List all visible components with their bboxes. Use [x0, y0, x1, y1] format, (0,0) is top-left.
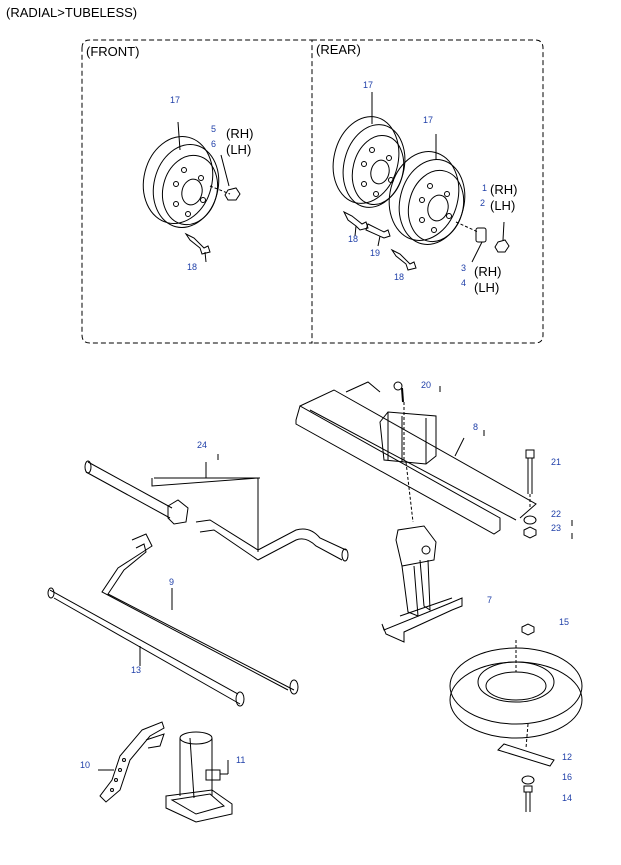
rear-inner-nut	[455, 221, 487, 263]
rear-box-frame	[312, 39, 544, 344]
callout-rear-3: 3	[461, 263, 467, 273]
tire-carrier-bracket	[295, 381, 537, 535]
spare-tire	[449, 640, 583, 739]
tire-hoist	[381, 525, 463, 643]
callout-rear-18a: 18	[348, 234, 359, 244]
callout-rear-4: 4	[461, 278, 467, 288]
callout-front-18: 18	[187, 262, 198, 272]
extension-bar	[47, 587, 245, 707]
front-valve	[184, 232, 211, 263]
callout-rear-2: 2	[480, 198, 486, 208]
callout-9: 9	[169, 577, 175, 587]
side-label-front: (RH) (LH)	[226, 126, 254, 157]
callout-20: 20	[421, 380, 432, 390]
callout-front-5: 5	[211, 124, 217, 134]
handle-assembly	[84, 460, 349, 562]
wheel-wrench	[101, 533, 299, 695]
rear-wheel-outer	[388, 134, 466, 245]
nut-15	[521, 623, 535, 636]
front-wheel-rim	[142, 121, 220, 228]
rear-outer-nut	[494, 221, 510, 253]
bottle-jack	[165, 731, 233, 823]
callout-rear-17a: 17	[363, 80, 374, 90]
front-box-frame	[81, 39, 313, 344]
callout-10: 10	[80, 760, 91, 770]
callout-7: 7	[487, 595, 493, 605]
callout-8: 8	[473, 422, 479, 432]
callout-24: 24	[197, 440, 208, 450]
callout-rear-17b: 17	[423, 115, 434, 125]
rear-section-title: (REAR)	[316, 42, 361, 57]
callout-rear-19: 19	[370, 248, 381, 258]
callout-22: 22	[551, 509, 562, 519]
plate-12	[497, 723, 555, 767]
callout-16: 16	[562, 772, 573, 782]
bolt-14	[523, 785, 533, 812]
side-label-rear-top: (RH) (LH)	[490, 182, 518, 213]
callout-rear-1: 1	[482, 183, 488, 193]
nut-23	[523, 526, 537, 539]
rear-valve-extension	[342, 210, 391, 247]
diagram-title: (RADIAL>TUBELESS)	[6, 5, 138, 20]
washer-22	[523, 515, 537, 525]
callout-front-6: 6	[211, 139, 217, 149]
callout-21: 21	[551, 457, 562, 467]
callout-15: 15	[559, 617, 570, 627]
callout-rear-18b: 18	[394, 272, 405, 282]
front-nut	[209, 154, 241, 201]
callout-13: 13	[131, 665, 142, 675]
side-label-rear-bottom: (RH) (LH)	[474, 264, 502, 295]
jack-handle	[98, 721, 165, 803]
callout-12: 12	[562, 752, 573, 762]
front-section-title: (FRONT)	[86, 44, 140, 59]
rear-valve	[390, 248, 417, 271]
callout-23: 23	[551, 523, 562, 533]
rear-wheel-inner	[332, 92, 406, 208]
callout-11: 11	[236, 755, 246, 765]
washer-16	[521, 775, 535, 785]
callout-14: 14	[562, 793, 573, 803]
bolt-21	[525, 449, 535, 508]
callout-front-17: 17	[170, 95, 181, 105]
